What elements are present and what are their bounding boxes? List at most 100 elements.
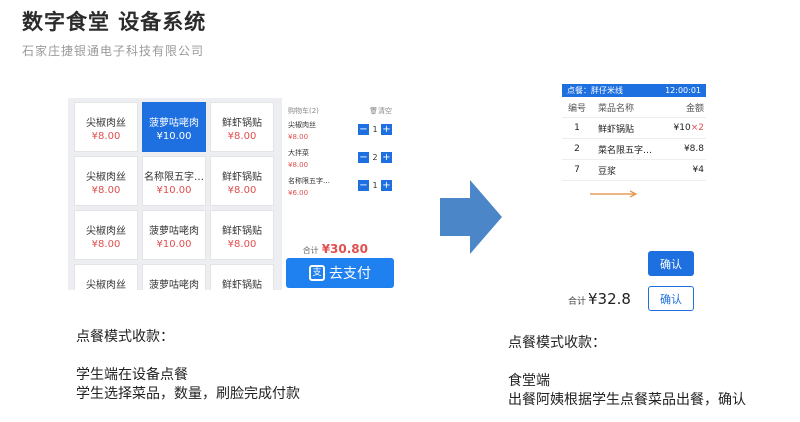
menu-item-card[interactable]: 鲜虾锅贴 ¥8.00 bbox=[210, 102, 274, 152]
menu-item-price: ¥10.00 bbox=[156, 185, 192, 196]
row-dish-name: 菜名限五字… bbox=[598, 145, 653, 156]
decrease-button[interactable]: − bbox=[358, 152, 369, 163]
menu-item-price: ¥10.00 bbox=[156, 239, 192, 250]
left-description: 点餐模式收款： 学生端在设备点餐 学生选择菜品，数量，刷脸完成付款 bbox=[76, 328, 300, 404]
clear-cart-button[interactable]: 🗑清空 bbox=[369, 106, 392, 116]
quantity-stepper: − 1 + bbox=[358, 180, 392, 191]
menu-item-price: ¥8.00 bbox=[227, 185, 257, 196]
left-desc-line2: 学生选择菜品，数量，刷脸完成付款 bbox=[76, 386, 300, 402]
row-number: 1 bbox=[574, 123, 580, 133]
menu-item-name: 尖椒肉丝 bbox=[86, 118, 126, 129]
alipay-icon: 支 bbox=[309, 265, 325, 281]
menu-item-card[interactable]: 尖椒肉丝¥8.00 bbox=[74, 102, 138, 152]
pay-button[interactable]: 支 去支付 bbox=[286, 258, 394, 288]
total-amount: ¥30.80 bbox=[321, 242, 368, 256]
cart-item-price: ¥8.00 bbox=[288, 161, 309, 169]
order-total: 合计¥32.8 bbox=[568, 290, 631, 308]
menu-item-price: ¥10.00 bbox=[156, 131, 192, 142]
ordering-screen: 尖椒肉丝 ¥8.00 菠萝咕咾肉 ¥10.00 鲜虾锅贴 ¥8.00 尖椒肉丝 ¥8.0… bbox=[68, 98, 398, 290]
menu-item-name: 尖椒肉丝 bbox=[86, 226, 126, 237]
menu-item-price: ¥8.00 bbox=[91, 239, 121, 250]
menu-item-card[interactable]: 鲜虾锅贴 ¥8.00 bbox=[210, 210, 274, 260]
column-header: 菜品名称 bbox=[598, 103, 635, 114]
row-amount: ¥4 bbox=[662, 165, 706, 175]
order-stall-label: 点餐：胖仔米线 bbox=[567, 86, 623, 95]
confirm-button[interactable]: 确认 bbox=[648, 251, 694, 276]
cart-item-name: 大拌菜 bbox=[288, 149, 309, 157]
left-desc-line1: 学生端在设备点餐 bbox=[76, 367, 188, 383]
column-header: 编号 bbox=[567, 103, 586, 114]
decrease-button[interactable]: − bbox=[358, 124, 369, 135]
canteen-order-screen: 点餐：胖仔米线 12:00:01 编号 菜品名称 金额 1 鲜虾锅贴 ¥10×2… bbox=[562, 84, 706, 204]
row-amount-value: ¥4 bbox=[692, 165, 704, 175]
menu-item-card[interactable]: 鲜虾锅贴¥8.00 bbox=[210, 156, 274, 206]
table-row: 7 豆浆 ¥4 bbox=[562, 160, 706, 181]
company-name: 石家庄捷银通电子科技有限公司 bbox=[22, 44, 205, 58]
page-title: 数字食堂 设备系统 bbox=[22, 10, 207, 34]
menu-item-name: 名称限五字… bbox=[144, 172, 204, 183]
total-amount: ¥32.8 bbox=[588, 290, 631, 308]
menu-item-card[interactable]: 尖椒肉丝 bbox=[74, 264, 138, 290]
quantity-stepper: − 2 + bbox=[358, 152, 392, 163]
row-amount-value: ¥10 bbox=[673, 123, 691, 133]
quantity-value: 2 bbox=[372, 153, 378, 162]
menu-item-name: 菠萝咕咾肉 bbox=[149, 226, 199, 237]
menu-item-name: 鲜虾锅贴 bbox=[222, 118, 262, 129]
total-label: 合计 bbox=[302, 246, 319, 255]
cart-item: 名称限五字… ¥6.00 − 1 + bbox=[282, 176, 398, 204]
header: 数字食堂 设备系统 石家庄捷银通电子科技有限公司 bbox=[22, 6, 206, 59]
menu-item-card[interactable]: 菠萝咕咾肉 bbox=[142, 264, 206, 290]
cart-item-price: ¥6.00 bbox=[288, 189, 309, 197]
row-amount: ¥10×2 bbox=[662, 123, 706, 133]
menu-item-name: 菠萝咕咾肉 bbox=[149, 118, 199, 129]
left-desc-heading: 点餐模式收款： bbox=[76, 329, 174, 345]
clear-label: 清空 bbox=[378, 107, 392, 115]
cart-item-name: 名称限五字… bbox=[288, 177, 330, 185]
flow-arrow-icon bbox=[440, 180, 502, 254]
menu-item-name: 鲜虾锅贴 bbox=[222, 226, 262, 237]
order-time: 12:00:01 bbox=[665, 86, 701, 95]
cart-item: 尖椒肉丝 ¥8.00 − 1 + bbox=[282, 120, 398, 148]
table-row: 2 菜名限五字… ¥8.8 bbox=[562, 139, 706, 160]
increase-button[interactable]: + bbox=[381, 180, 392, 191]
quantity-value: 1 bbox=[372, 125, 378, 134]
menu-item-card[interactable]: 尖椒肉丝 ¥8.00 bbox=[74, 210, 138, 260]
row-amount: ¥8.8 bbox=[662, 144, 706, 154]
increase-button[interactable]: + bbox=[381, 152, 392, 163]
menu-item-card[interactable]: 菠萝咕咾肉 ¥10.00 bbox=[142, 210, 206, 260]
decrease-button[interactable]: − bbox=[358, 180, 369, 191]
menu-item-name: 菠萝咕咾肉 bbox=[149, 280, 199, 290]
cart-header: 购物车(2) 🗑清空 bbox=[282, 98, 398, 120]
increase-button[interactable]: + bbox=[381, 124, 392, 135]
right-desc-line1: 食堂端 bbox=[508, 373, 550, 389]
table-row: 1 鲜虾锅贴 ¥10×2 bbox=[562, 118, 706, 139]
cart-item-name: 尖椒肉丝 bbox=[288, 121, 316, 129]
confirm-outline-button[interactable]: 确认 bbox=[648, 286, 694, 311]
right-description: 点餐模式收款： 食堂端 出餐阿姨根据学生点餐菜品出餐，确认 bbox=[508, 334, 746, 410]
menu-item-price: ¥8.00 bbox=[227, 131, 257, 142]
menu-item-card-selected[interactable]: 菠萝咕咾肉 ¥10.00 bbox=[142, 102, 206, 152]
right-desc-heading: 点餐模式收款： bbox=[508, 335, 606, 351]
total-label: 合计 bbox=[568, 297, 587, 307]
order-table-header: 编号 菜品名称 金额 bbox=[562, 97, 706, 118]
menu-item-price: ¥8.00 bbox=[91, 185, 121, 196]
pay-label: 去支付 bbox=[329, 266, 371, 282]
row-number: 2 bbox=[574, 144, 580, 154]
menu-item-price: ¥8.00 bbox=[227, 239, 257, 250]
cart-title: 购物车(2) bbox=[288, 107, 319, 115]
menu-item-card[interactable]: 鲜虾锅贴 bbox=[210, 264, 274, 290]
cart-total: 合计¥30.80 bbox=[303, 242, 368, 256]
menu-item-name: 尖椒肉丝 bbox=[86, 280, 126, 290]
row-dish-name: 鲜虾锅贴 bbox=[598, 124, 635, 135]
cart-item: 大拌菜 ¥8.00 − 2 + bbox=[282, 148, 398, 176]
quantity-value: 1 bbox=[372, 181, 378, 190]
order-top-bar: 点餐：胖仔米线 12:00:01 bbox=[562, 84, 706, 97]
row-quantity: ×2 bbox=[690, 123, 704, 133]
menu-item-card[interactable]: 名称限五字… ¥10.00 bbox=[142, 156, 206, 206]
row-amount-value: ¥8.8 bbox=[683, 144, 704, 154]
trash-icon: 🗑 bbox=[369, 107, 378, 115]
column-header: 金额 bbox=[685, 103, 704, 114]
menu-item-card[interactable]: 尖椒肉丝 ¥8.00 bbox=[74, 156, 138, 206]
small-arrow-icon bbox=[590, 190, 638, 198]
menu-item-name: 尖椒肉丝 bbox=[86, 172, 126, 183]
